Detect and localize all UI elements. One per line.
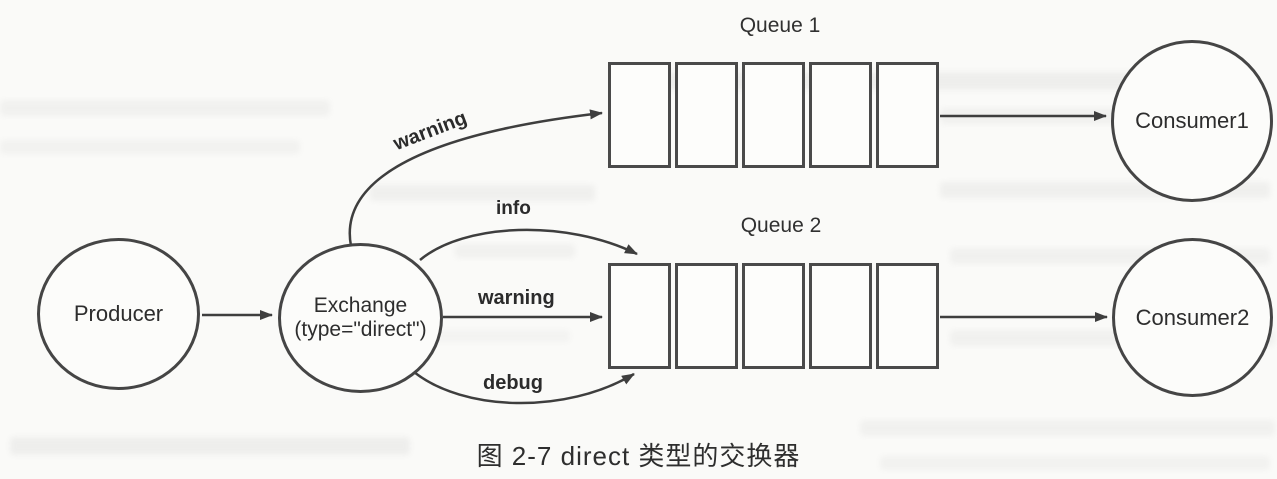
queue-cell — [876, 263, 939, 369]
consumer1-node: Consumer1 — [1111, 40, 1273, 202]
queue-cell — [608, 263, 671, 369]
queue-cell — [742, 263, 805, 369]
edge-info-to-queue2 — [419, 228, 638, 261]
edge-warning-to-queue1 — [348, 109, 603, 247]
queue1-node — [608, 62, 939, 168]
routing-key-debug-queue2: debug — [483, 372, 543, 394]
exchange-label-line2: (type="direct") — [294, 318, 427, 341]
queue-cell — [809, 62, 872, 168]
edge-debug-to-queue2 — [413, 371, 635, 405]
producer-label: Producer — [73, 301, 164, 327]
consumer2-label: Consumer2 — [1135, 304, 1250, 330]
consumer1-label: Consumer1 — [1135, 108, 1249, 134]
figure-caption: 图 2-7 direct 类型的交换器 — [476, 441, 801, 471]
exchange-node: Exchange (type="direct") — [278, 243, 443, 393]
routing-key-warning-queue2: warning — [478, 287, 555, 309]
queue-cell — [742, 62, 805, 168]
queue-cell — [675, 263, 738, 369]
queue2-label: Queue 2 — [740, 214, 822, 237]
queue1-label: Queue 1 — [739, 14, 821, 37]
producer-node: Producer — [37, 238, 200, 390]
consumer2-node: Consumer2 — [1112, 238, 1273, 397]
queue-cell — [809, 263, 872, 369]
queue-cell — [876, 62, 939, 168]
queue-cell — [675, 62, 738, 168]
routing-key-info-queue2: info — [496, 198, 531, 219]
queue2-node — [608, 263, 939, 369]
queue-cell — [608, 62, 671, 168]
exchange-label-line1: Exchange — [313, 293, 408, 317]
